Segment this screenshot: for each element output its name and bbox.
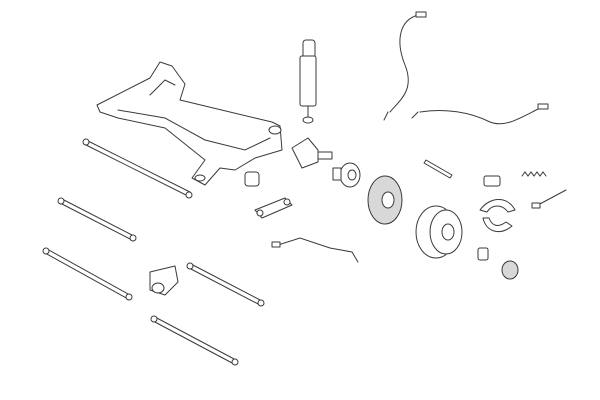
- return-spring: [521, 171, 547, 177]
- axle-nut: [501, 260, 519, 280]
- bushing: [244, 171, 260, 187]
- tie-rod: [423, 159, 453, 179]
- stub-axle: [291, 137, 333, 169]
- mount-bracket: [254, 197, 293, 219]
- control-arm: [150, 315, 239, 366]
- return-spring: [531, 189, 567, 209]
- brake-backing-plate: [367, 175, 403, 225]
- wheel-hub: [332, 162, 361, 188]
- tie-rod: [82, 138, 193, 199]
- brake-shoes: [479, 199, 516, 233]
- shock-absorber: [299, 39, 317, 124]
- wheel-cylinder: [483, 175, 501, 187]
- handbrake-cable-left: [383, 11, 427, 121]
- brake-drum: [415, 205, 463, 259]
- bushing: [477, 247, 489, 261]
- handbrake-cable-right: [411, 103, 549, 125]
- rear-subframe: [96, 61, 283, 186]
- brake-line: [271, 237, 359, 263]
- bushing: [149, 265, 179, 296]
- control-arm: [186, 262, 265, 307]
- control-arm: [57, 197, 137, 242]
- control-arm: [42, 247, 133, 301]
